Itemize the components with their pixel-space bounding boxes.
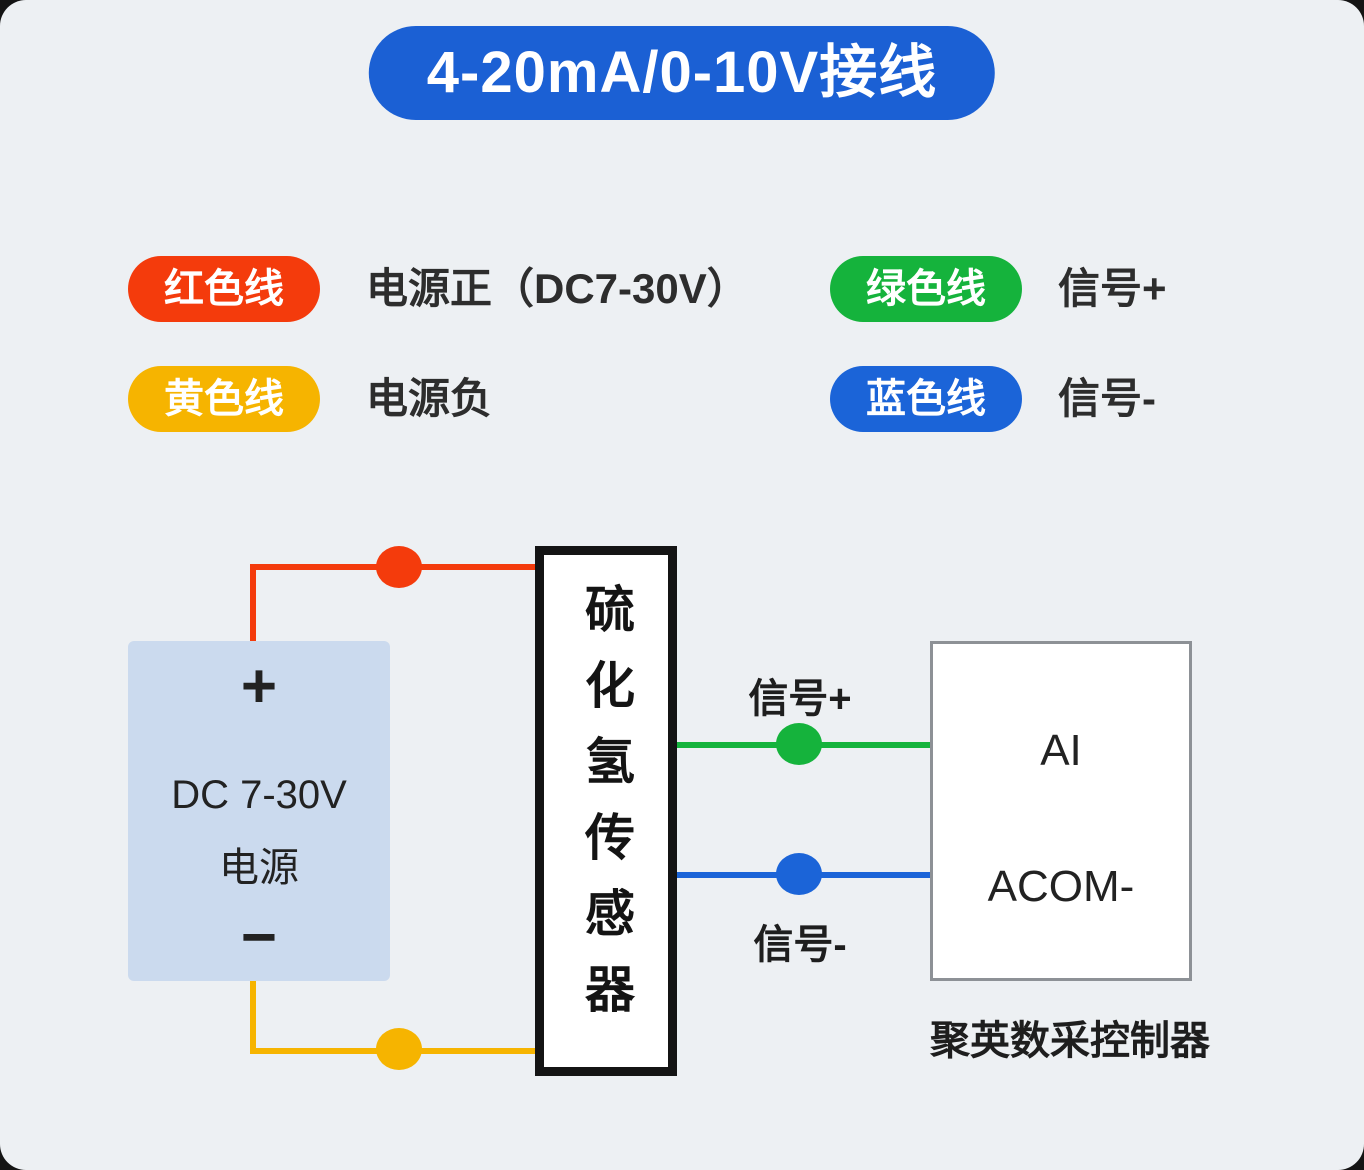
legend-desc-power-positive: 电源正（DC7-30V） [366,265,749,312]
legend-pill-red-wire: 红色线 [128,256,320,322]
red-wire-vertical-segment [250,566,256,646]
green-wire-terminal-dot [776,723,822,765]
legend-pill-yellow-wire: 黄色线 [128,366,320,432]
red-wire-terminal-dot [376,546,422,588]
power-name-label: 电源 [219,846,299,890]
power-supply-box: + DC 7-30V 电源 − [128,641,390,981]
legend-desc-signal-plus: 信号+ [1058,265,1167,312]
controller-box: AI ACOM- [930,641,1192,981]
title-banner: 4-20mA/0-10V接线 [368,26,996,120]
controller-port-acom: ACOM- [987,862,1135,911]
sensor-label: 硫化氢传感器 [578,583,634,1039]
power-plus-terminal: + [240,652,278,721]
power-minus-terminal: − [240,903,278,972]
sensor-box: 硫化氢传感器 [535,546,677,1076]
yellow-wire-vertical-segment [250,978,256,1054]
controller-port-ai: AI [1040,726,1082,775]
legend-pill-green-wire: 绿色线 [830,256,1022,322]
power-voltage-label: DC 7-30V [171,773,347,817]
controller-caption: 聚英数采控制器 [930,1019,1210,1063]
signal-minus-wire-label: 信号- [753,923,847,967]
legend-desc-power-negative: 电源负 [366,375,493,422]
blue-wire-terminal-dot [776,853,822,895]
page-title: 4-20mA/0-10V接线 [426,40,938,105]
legend-pill-blue-wire: 蓝色线 [830,366,1022,432]
legend-desc-signal-minus: 信号- [1058,375,1156,422]
signal-plus-wire-label: 信号+ [748,677,852,721]
yellow-wire-terminal-dot [376,1028,422,1070]
